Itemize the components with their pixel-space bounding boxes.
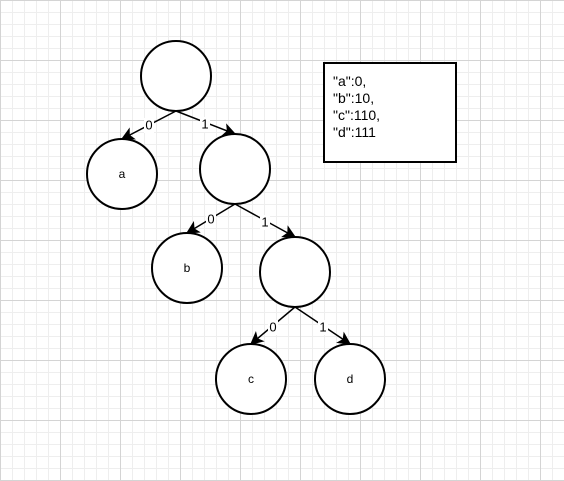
edge-label-background: [318, 320, 328, 335]
code-table-box: "a":0, "b":10, "c":110, "d":111: [323, 62, 457, 163]
tree-node-b: [151, 232, 223, 304]
edge-label-background: [200, 117, 210, 132]
edge-label-n2-d: 1: [319, 319, 326, 334]
tree-node-root: [140, 40, 212, 112]
node-label-b: b: [184, 261, 191, 275]
node-label-d: d: [347, 372, 354, 386]
node-label-c: c: [248, 372, 254, 386]
edge-label-background: [260, 215, 270, 230]
edge-label-n1-n2: 1: [261, 214, 268, 229]
node-label-a: a: [119, 167, 126, 181]
edge-label-background: [268, 320, 278, 335]
code-line-a: "a":0,: [333, 73, 367, 89]
edge-label-root-n1: 1: [201, 116, 208, 131]
tree-node-n2: [259, 236, 331, 308]
edge-label-n1-b: 0: [207, 211, 214, 226]
tree-node-c: [215, 343, 287, 415]
tree-node-a: [86, 138, 158, 210]
tree-node-d: [314, 343, 386, 415]
edge-label-background: [144, 118, 154, 133]
code-line-d: "d":111: [333, 124, 376, 140]
edge-label-n2-c: 0: [269, 319, 276, 334]
edge-label-background: [206, 212, 216, 227]
code-line-b: "b":10,: [333, 90, 375, 106]
edge-label-root-a: 0: [145, 117, 152, 132]
code-line-c: "c":110,: [333, 107, 381, 123]
tree-node-n1: [199, 133, 271, 205]
